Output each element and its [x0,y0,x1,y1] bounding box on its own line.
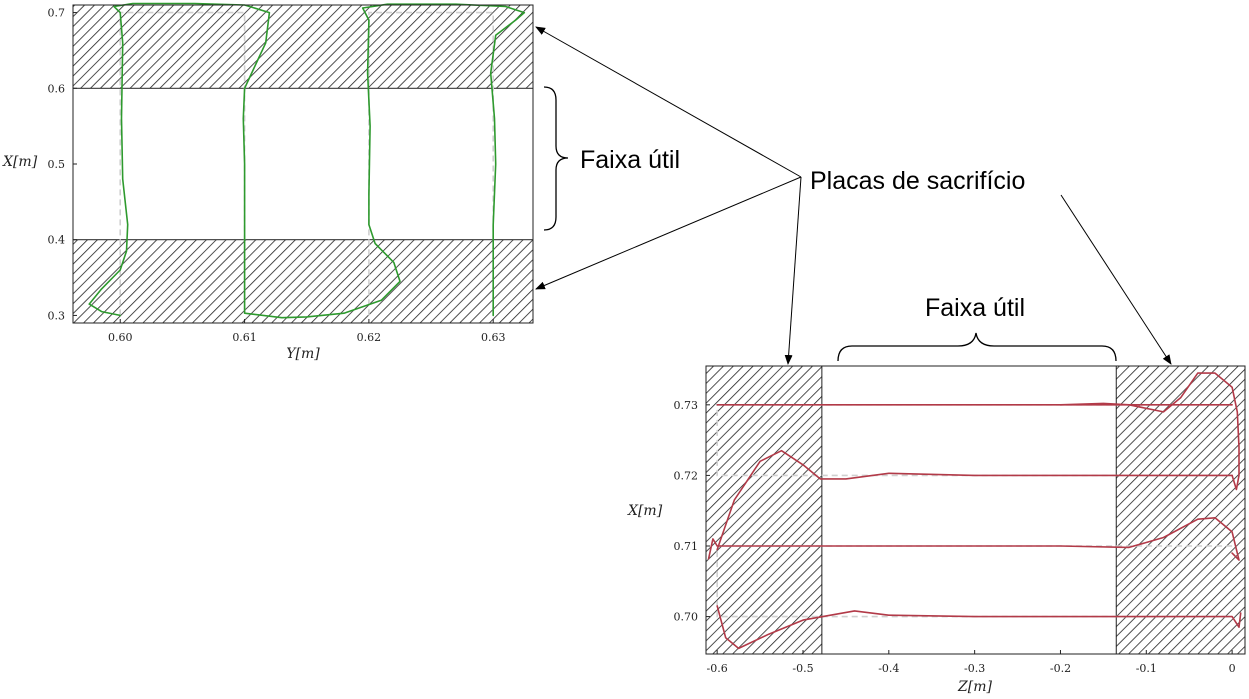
left-y-tick-label-2: 0.5 [48,158,66,171]
arrow-to-right-left-plate [784,176,802,365]
right-series-line-2 [707,516,1240,561]
sacrificial-plates-label: Placas de sacrifício [810,167,1025,195]
left-hatched-regions [72,4,534,324]
right-y-tick-label-3: 0.70 [674,611,699,624]
left-y-tick-label-0: 0.7 [48,7,66,20]
right-y-tick-label-0: 0.73 [674,399,699,412]
right-x-tick-label-3: -0.3 [964,662,985,675]
useful-band-brace-right [837,332,1117,362]
left-x-ticks: 0.60 0.61 0.62 0.63 [108,319,505,344]
left-series-line-0 [88,2,526,319]
left-y-axis-label: X[m] [2,154,38,170]
left-x-tick-label-1: 0.61 [232,331,257,344]
right-hatched-region-1 [1115,365,1246,655]
left-x-tick-label-0: 0.60 [108,331,133,344]
chart-left: 0.60 0.61 0.62 0.63 0.7 0.6 0.5 0.4 0.3 Y[m] X[… [2,2,534,362]
right-x-tick-label-0: -0.6 [707,662,728,675]
right-x-tick-label-6: 0 [1229,662,1236,675]
left-x-tick-label-3: 0.63 [481,331,506,344]
right-x-tick-label-1: -0.5 [792,662,813,675]
right-y-axis-label: X[m] [627,503,663,519]
right-series-line-4 [1059,372,1240,491]
right-series-line-3 [716,605,1242,650]
annotations: Faixa útil Faixa útil Placas de sacrifíc… [535,26,1172,365]
left-y-ticks: 0.7 0.6 0.5 0.4 0.3 [48,7,77,322]
left-y-tick-label-1: 0.6 [48,82,66,95]
useful-band-label-left: Faixa útil [580,146,680,174]
left-reference-line-0 [119,11,246,316]
right-x-tick-label-5: -0.1 [1136,662,1157,675]
left-y-tick-label-4: 0.3 [48,309,66,322]
right-x-tick-label-2: -0.4 [878,662,899,675]
right-x-axis-label: Z[m] [957,679,992,695]
useful-band-brace-left [543,86,569,231]
arrow-to-right-right-plate [1060,194,1172,365]
right-y-tick-label-1: 0.72 [674,469,699,482]
right-x-tick-label-4: -0.2 [1050,662,1071,675]
right-series-lines [707,372,1242,650]
right-plot-frame [705,365,1246,655]
left-x-tick-label-2: 0.62 [357,331,382,344]
left-series-lines [88,2,526,319]
right-y-tick-label-2: 0.71 [674,540,699,553]
right-x-ticks: -0.6 -0.5 -0.4 -0.3 -0.2 -0.1 0 [707,650,1236,675]
left-hatched-region-1 [72,239,534,324]
left-x-axis-label: Y[m] [286,346,320,362]
left-hatched-region-0 [72,4,534,89]
right-y-ticks: 0.73 0.72 0.71 0.70 [674,399,710,624]
right-hatched-region-0 [705,365,823,655]
arrow-to-left-bottom-plate [535,176,802,290]
left-y-tick-label-3: 0.4 [48,234,66,247]
right-series-line-1 [716,449,1233,551]
right-hatched-regions [705,365,1246,655]
arrow-to-left-top-plate [535,26,802,178]
useful-band-label-right: Faixa útil [925,294,1025,322]
